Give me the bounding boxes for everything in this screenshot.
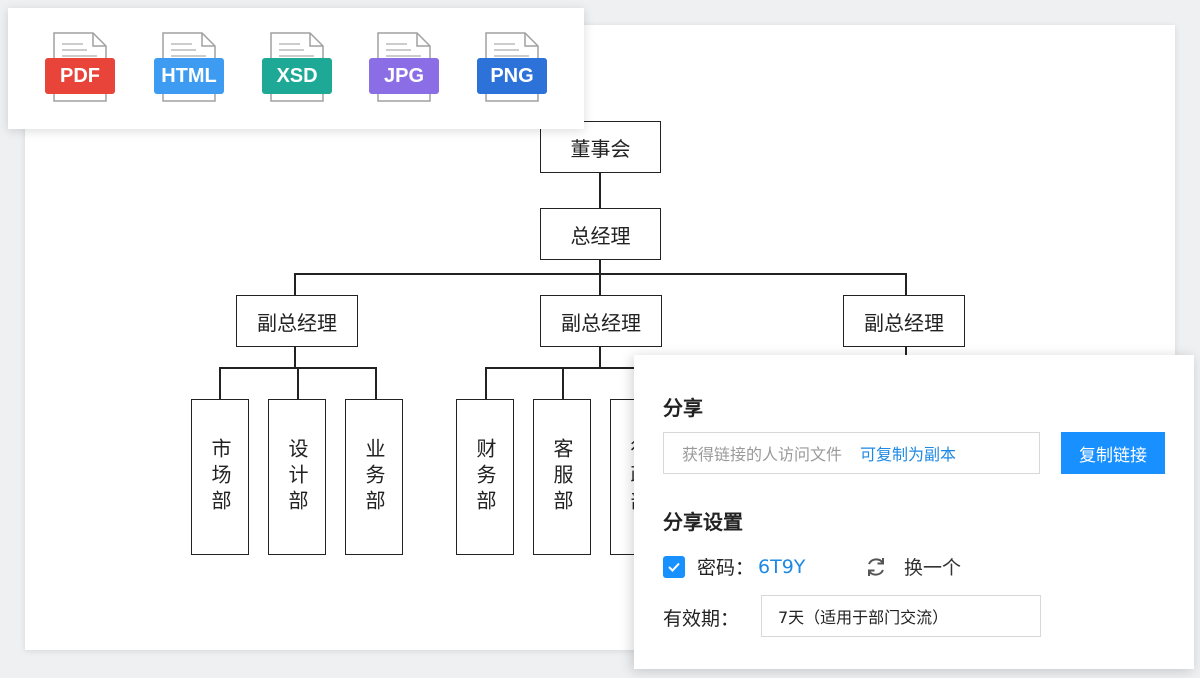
org-node-label: 业务部	[362, 438, 386, 516]
change-password-label: 换一个	[904, 557, 962, 579]
connector	[294, 273, 296, 296]
expiry-label: 有效期：	[663, 608, 740, 630]
connector	[599, 259, 601, 296]
export-png-button[interactable]: PNG	[477, 32, 549, 106]
org-node-dept-marketing[interactable]: 市场部	[191, 399, 249, 555]
export-formats-panel: PDF HTML XSD JPG	[8, 8, 584, 129]
org-node-dept-business[interactable]: 业务部	[345, 399, 403, 555]
org-node-board[interactable]: 董事会	[540, 121, 661, 173]
org-node-label: 财务部	[473, 438, 497, 516]
expiry-row: 有效期：	[663, 604, 739, 631]
connector	[905, 273, 907, 296]
org-node-deputy-left[interactable]: 副总经理	[236, 295, 358, 347]
password-value: 6T9Y	[758, 555, 806, 578]
format-badge: HTML	[154, 58, 224, 94]
org-node-deputy-right[interactable]: 副总经理	[843, 295, 965, 347]
connector	[599, 173, 601, 208]
share-settings-title: 分享设置	[663, 510, 743, 534]
format-badge: PNG	[477, 58, 547, 94]
export-jpg-button[interactable]: JPG	[369, 32, 441, 106]
copy-link-button[interactable]: 复制链接	[1061, 432, 1165, 474]
org-node-dept-design[interactable]: 设计部	[268, 399, 326, 555]
connector	[905, 346, 907, 358]
connector	[294, 273, 907, 275]
export-xsd-button[interactable]: XSD	[262, 32, 334, 106]
checkmark-icon	[668, 562, 680, 572]
org-node-deputy-center[interactable]: 副总经理	[540, 295, 662, 347]
expiry-select[interactable]: 7天（适用于部门交流）	[761, 595, 1041, 637]
org-node-label: 客服部	[550, 438, 574, 516]
share-link-field[interactable]: 获得链接的人访问文件 可复制为副本	[663, 432, 1040, 474]
share-title: 分享	[663, 396, 703, 420]
connector	[562, 367, 564, 400]
org-node-general-manager[interactable]: 总经理	[540, 208, 661, 260]
change-password-button[interactable]: 换一个	[864, 553, 961, 580]
share-dialog: 分享 获得链接的人访问文件 可复制为副本 复制链接 分享设置 密码： 6T9Y …	[634, 355, 1194, 669]
org-node-dept-service[interactable]: 客服部	[533, 399, 591, 555]
expiry-value: 7天（适用于部门交流）	[778, 608, 949, 627]
refresh-icon	[868, 557, 884, 576]
password-label: 密码：	[697, 557, 755, 579]
connector	[599, 346, 601, 368]
connector	[375, 367, 377, 400]
org-node-label: 副总经理	[864, 310, 944, 335]
org-node-label: 设计部	[285, 438, 309, 516]
link-permission-option[interactable]: 可复制为副本	[860, 445, 957, 464]
share-link-placeholder: 获得链接的人访问文件	[682, 445, 843, 464]
document-canvas: 董事会 总经理 副总经理 副总经理 副总经理 市场部 设计部 业务部 财务部 客…	[25, 25, 1175, 650]
org-node-label: 副总经理	[257, 310, 337, 335]
password-checkbox[interactable]	[663, 555, 685, 578]
export-pdf-button[interactable]: PDF	[45, 32, 117, 106]
org-node-label: 副总经理	[561, 310, 641, 335]
connector	[294, 346, 296, 368]
org-node-label: 市场部	[208, 438, 232, 516]
format-badge: JPG	[369, 58, 439, 94]
org-node-dept-finance[interactable]: 财务部	[456, 399, 514, 555]
export-html-button[interactable]: HTML	[154, 32, 226, 106]
format-badge: PDF	[45, 58, 115, 94]
connector	[297, 367, 299, 400]
connector	[485, 367, 645, 369]
format-badge: XSD	[262, 58, 332, 94]
org-node-label: 董事会	[570, 136, 631, 161]
connector	[485, 367, 487, 400]
connector	[219, 367, 221, 400]
org-node-label: 总经理	[570, 223, 631, 248]
password-row: 密码： 6T9Y	[663, 553, 805, 580]
